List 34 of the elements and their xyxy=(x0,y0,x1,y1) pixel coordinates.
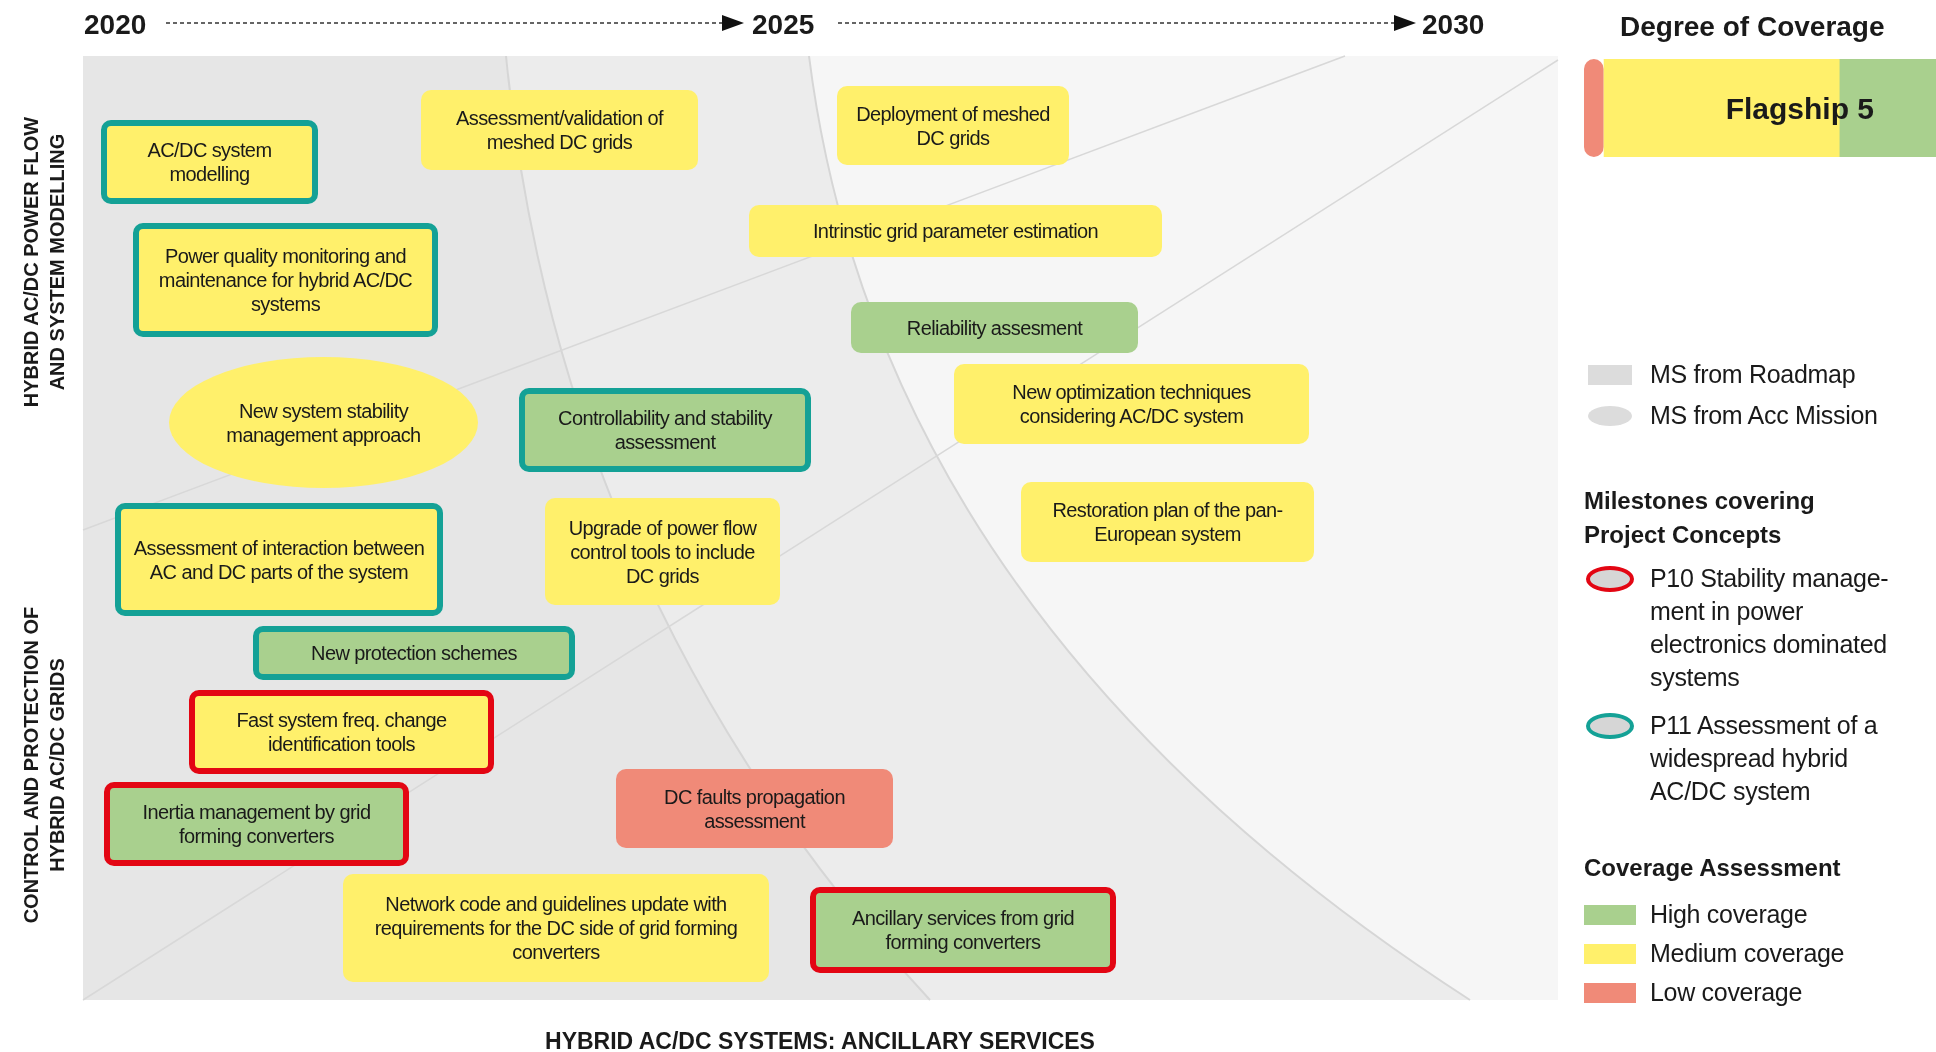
axis-label: HYBRID AC/DC POWER FLOW AND SYSTEM MODELLING xyxy=(19,115,69,410)
legend-text: Medium coverage xyxy=(1650,938,1846,969)
milestone-box: Assessment/validation of meshed DC grids xyxy=(421,90,698,170)
legend-text: MS from Roadmap xyxy=(1650,359,1857,390)
legend-text: P11 Assessment of a widespread hybrid AC/DC system xyxy=(1650,710,1879,807)
milestone-box: Restoration plan of the pan-European system xyxy=(1021,482,1314,562)
legend-heading: Milestones covering Project Concepts xyxy=(1584,486,1816,550)
axis-label: CONTROL AND PROTECTION OF HYBRID AC/DC GRIDS xyxy=(19,605,69,926)
milestone-box: Intrinstic grid parameter estimation xyxy=(749,205,1162,257)
milestone-box: New optimization techniques considering AC/DC system xyxy=(954,364,1309,444)
milestone-box: Ancillary services from grid forming converters xyxy=(810,887,1116,973)
year-label: 2030 xyxy=(1422,8,1485,42)
milestone-box: Reliability assesment xyxy=(851,302,1138,353)
legend-text: MS from Acc Mission xyxy=(1650,400,1879,431)
milestone-box: Assessment of interaction between AC and DC parts of the system xyxy=(115,503,443,616)
legend-text: P10 Stability manage-ment in power electronics dominated systems xyxy=(1650,563,1890,693)
year-label: 2025 xyxy=(752,8,815,42)
year-label: 2020 xyxy=(84,8,147,42)
legend-title: Degree of Coverage xyxy=(1620,10,1885,44)
milestone-box: Power quality monitoring and maintenance for hybrid AC/DC systems xyxy=(133,223,438,337)
legend-heading: Coverage Assessment xyxy=(1584,853,1842,883)
axis-label: HYBRID AC/DC SYSTEMS: ANCILLARY SERVICES xyxy=(544,1027,1096,1052)
flagship-label: Flagship 5 xyxy=(1725,90,1874,127)
legend-text: Low coverage xyxy=(1650,977,1804,1008)
milestone-box: Upgrade of power flow control tools to include DC grids xyxy=(545,498,780,605)
milestone-box: Inertia management by grid forming converters xyxy=(104,782,409,866)
milestone-box: Network code and guidelines update with requirements for the DC side of grid forming converters xyxy=(343,874,769,982)
milestone-box: Controllability and stability assessment xyxy=(519,388,811,472)
milestone-box: Deployment of meshed DC grids xyxy=(837,86,1069,165)
milestone-box: DC faults propagation assessment xyxy=(616,769,893,848)
milestone-box: Fast system freq. change identification tools xyxy=(189,690,494,774)
legend-text: High coverage xyxy=(1650,899,1809,930)
milestone-box: AC/DC system modelling xyxy=(101,120,318,204)
milestone-box: New protection schemes xyxy=(253,626,575,680)
